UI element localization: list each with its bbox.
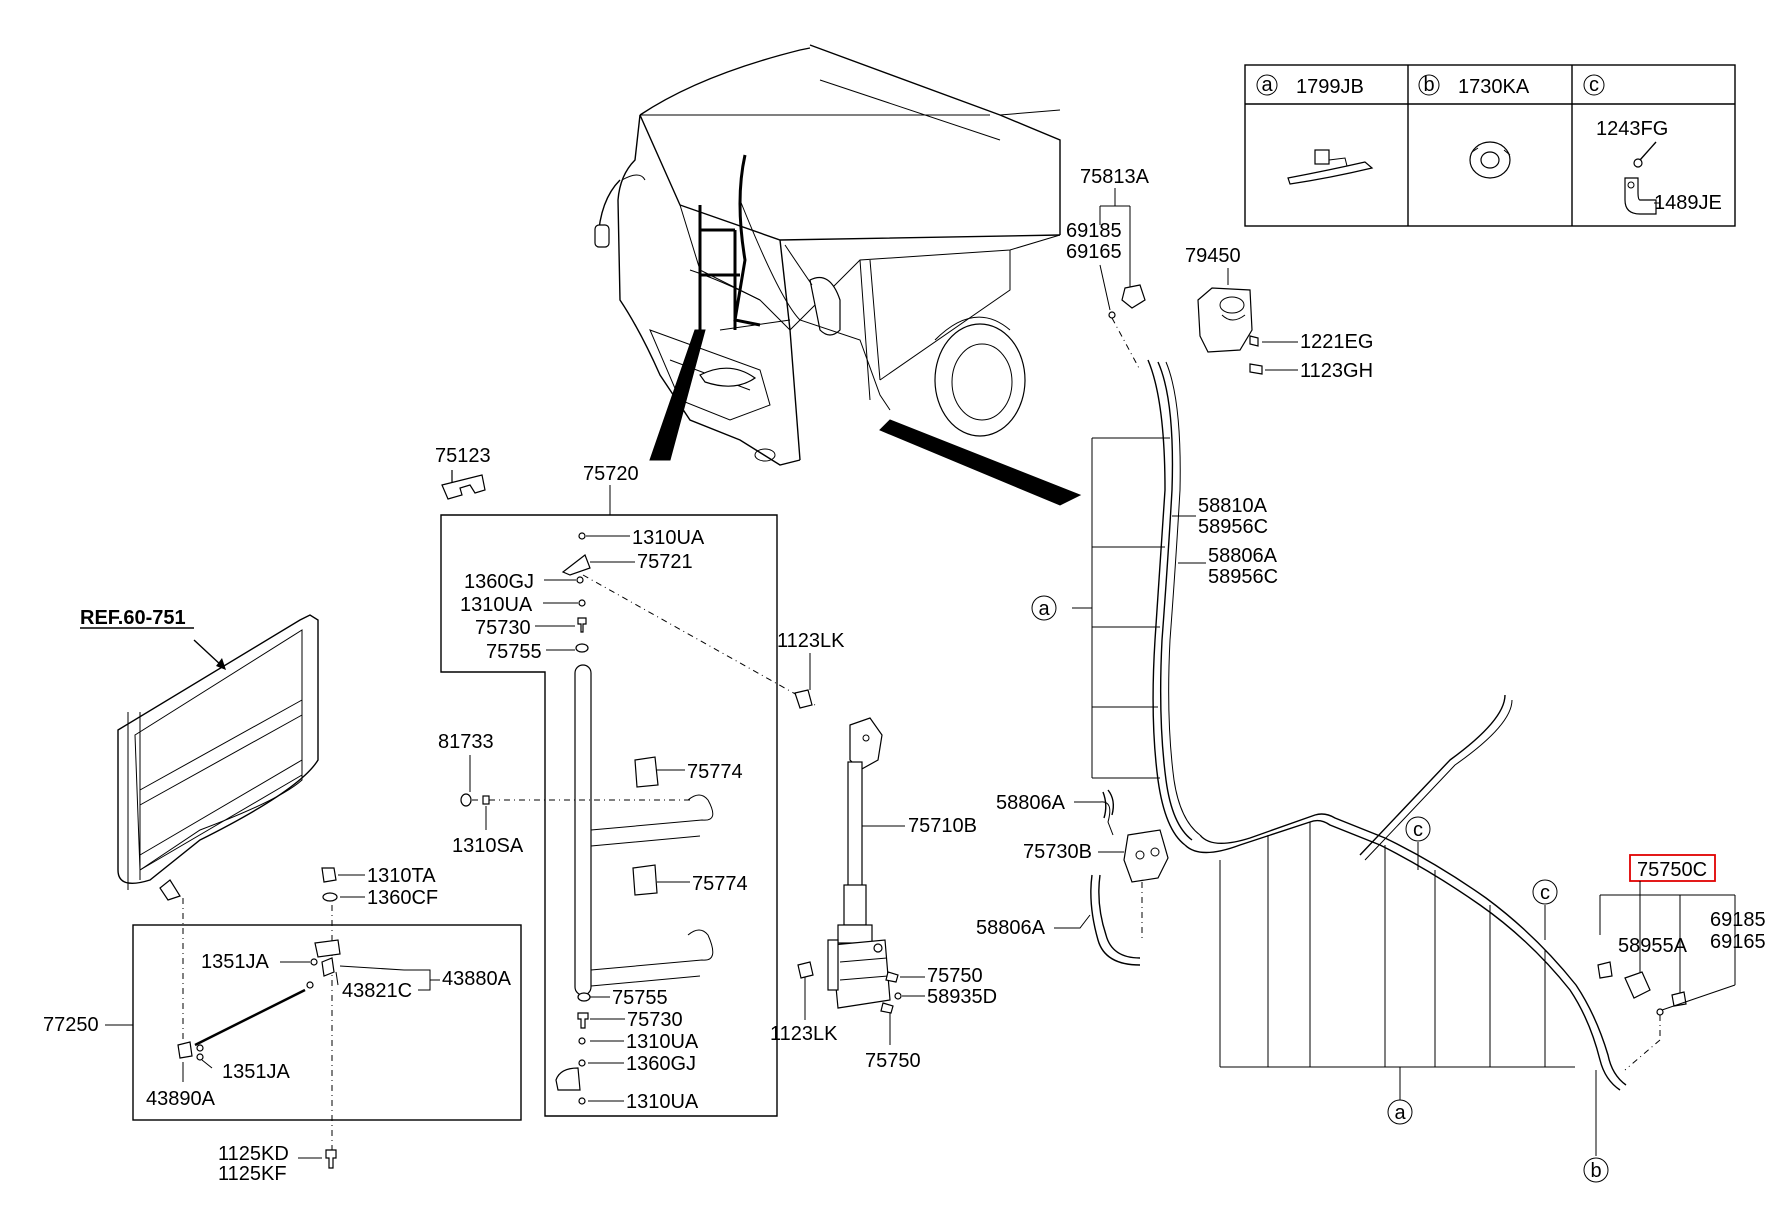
legend-b-letter: b bbox=[1423, 74, 1434, 96]
legend-c-part-2: 1489JE bbox=[1654, 192, 1722, 214]
label-58810A: 58810A bbox=[1198, 495, 1268, 517]
part-75720-group: 75720 1310UA 75721 1360GJ 1310UA 75730 7… bbox=[440, 463, 816, 1117]
label-58806A-2: 58806A bbox=[996, 792, 1066, 814]
part-1123LK-top: 1123LK bbox=[777, 630, 845, 709]
label-75813A: 75813A bbox=[1080, 166, 1150, 188]
bolt-icon bbox=[1633, 141, 1657, 168]
part-75750C-group: 75750C 58955A 69185 69165 bbox=[1597, 854, 1766, 1071]
label-58935D: 58935D bbox=[927, 986, 997, 1008]
bus-illustration bbox=[594, 44, 1082, 506]
callout-c-1[interactable]: c bbox=[1405, 816, 1431, 870]
label-75730B: 75730B bbox=[1023, 841, 1092, 863]
legend-a-code: 1799JB bbox=[1296, 76, 1364, 98]
bracket-clip-icon bbox=[1624, 177, 1660, 215]
callout-a-lower[interactable] bbox=[1387, 1099, 1413, 1125]
label-1351JA-2: 1351JA bbox=[222, 1061, 290, 1083]
label-75755-1: 75755 bbox=[486, 641, 542, 663]
grommet-icon bbox=[1469, 141, 1511, 179]
label-75720: 75720 bbox=[583, 463, 639, 485]
callout-c-2[interactable]: c bbox=[1532, 879, 1558, 940]
label-1125KF: 1125KF bbox=[218, 1163, 287, 1185]
label-1123LK-1: 1123LK bbox=[777, 630, 845, 652]
label-43821C: 43821C bbox=[342, 980, 412, 1002]
part-75813A: 75813A 69185 69165 bbox=[1066, 166, 1150, 371]
label-1360GJ-1: 1360GJ bbox=[464, 571, 534, 593]
label-1123LK-2: 1123LK bbox=[770, 1023, 838, 1045]
label-75774-2: 75774 bbox=[692, 873, 748, 895]
part-79450: 79450 1221EG 1123GH bbox=[1185, 245, 1373, 382]
part-81733: 81733 1310SA bbox=[438, 731, 690, 857]
label-58956C-1: 58956C bbox=[1198, 516, 1268, 538]
label-69185-top: 69185 bbox=[1066, 220, 1122, 242]
label-79450: 79450 bbox=[1185, 245, 1241, 267]
label-1123GH: 1123GH bbox=[1300, 360, 1373, 382]
ref-door-panel: REF.60-751 bbox=[80, 607, 319, 901]
legend-cell-a: a 1799JB bbox=[1256, 74, 1374, 185]
highlight-box-75750C[interactable] bbox=[1629, 854, 1716, 882]
callout-a-lower-letter: a bbox=[1394, 1102, 1406, 1124]
part-75730B-valve: 58806A 75730B 58806A bbox=[976, 789, 1169, 966]
label-1221EG: 1221EG bbox=[1300, 331, 1373, 353]
callout-c-2-letter: c bbox=[1540, 882, 1550, 904]
legend-a-letter: a bbox=[1261, 74, 1273, 96]
label-58955A: 58955A bbox=[1618, 935, 1688, 957]
callout-c-1-letter: c bbox=[1413, 819, 1423, 841]
label-75750-2: 75750 bbox=[865, 1050, 921, 1072]
label-75710B: 75710B bbox=[908, 815, 977, 837]
label-1310UA-1: 1310UA bbox=[632, 527, 705, 549]
label-75774-1: 75774 bbox=[687, 761, 743, 783]
label-1125KD: 1125KD bbox=[218, 1143, 289, 1165]
part-75710B-cylinder: 75710B 75750 58935D 1123LK 75750 bbox=[770, 717, 997, 1072]
label-1310UA-3: 1310UA bbox=[626, 1031, 699, 1053]
label-1310TA: 1310TA bbox=[367, 865, 436, 887]
label-69165-top: 69165 bbox=[1066, 241, 1122, 263]
label-1310SA: 1310SA bbox=[452, 835, 524, 857]
label-75123: 75123 bbox=[435, 445, 491, 467]
label-1310UA-2: 1310UA bbox=[460, 594, 533, 616]
label-1351JA-1: 1351JA bbox=[201, 951, 269, 973]
label-75721: 75721 bbox=[637, 551, 693, 573]
label-58806A-3: 58806A bbox=[976, 917, 1046, 939]
callout-b-letter: b bbox=[1590, 1160, 1601, 1182]
callout-a-upper[interactable] bbox=[1031, 595, 1057, 621]
label-1310UA-4: 1310UA bbox=[626, 1091, 699, 1113]
legend-b-code: 1730KA bbox=[1458, 76, 1530, 98]
label-81733: 81733 bbox=[438, 731, 494, 753]
legend-c-part-1: 1243FG bbox=[1596, 118, 1668, 140]
label-69185-bottom: 69185 bbox=[1710, 909, 1766, 931]
label-75730-1: 75730 bbox=[475, 617, 531, 639]
label-77250: 77250 bbox=[43, 1014, 99, 1036]
cable-tie-icon bbox=[1287, 149, 1374, 185]
label-43880A: 43880A bbox=[442, 968, 512, 990]
legend-table: a 1799JB b 1730KA c 1243FG 1489JE bbox=[1244, 64, 1736, 227]
legend-c-letter: c bbox=[1589, 74, 1599, 96]
label-69165-bottom: 69165 bbox=[1710, 931, 1766, 953]
label-58956C-2: 58956C bbox=[1208, 566, 1278, 588]
legend-cell-b: b 1730KA bbox=[1418, 74, 1530, 179]
legend-cell-c: c 1243FG 1489JE bbox=[1583, 74, 1722, 215]
label-1360CF: 1360CF bbox=[367, 887, 438, 909]
label-1360GJ-2: 1360GJ bbox=[626, 1053, 696, 1075]
part-77250-group: 77250 1310TA 1360CF 1351JA 43821C 43880A… bbox=[43, 865, 522, 1185]
part-75123: 75123 bbox=[435, 445, 491, 500]
callout-a-upper-letter: a bbox=[1038, 598, 1050, 620]
air-line-bundle: 58810A 58956C 58806A 58956C a bbox=[1031, 359, 1627, 1183]
label-58806A-1: 58806A bbox=[1208, 545, 1278, 567]
clip-leaders-a-lower: a bbox=[1219, 822, 1575, 1125]
label-43890A: 43890A bbox=[146, 1088, 216, 1110]
label-75755-2: 75755 bbox=[612, 987, 668, 1009]
callout-b[interactable]: b bbox=[1583, 1070, 1609, 1183]
label-75750C[interactable]: 75750C bbox=[1637, 859, 1707, 881]
label-75730-2: 75730 bbox=[627, 1009, 683, 1031]
label-75750-1: 75750 bbox=[927, 965, 983, 987]
clip-leaders-a-upper: a bbox=[1031, 437, 1170, 779]
ref-label[interactable]: REF.60-751 bbox=[80, 607, 186, 629]
